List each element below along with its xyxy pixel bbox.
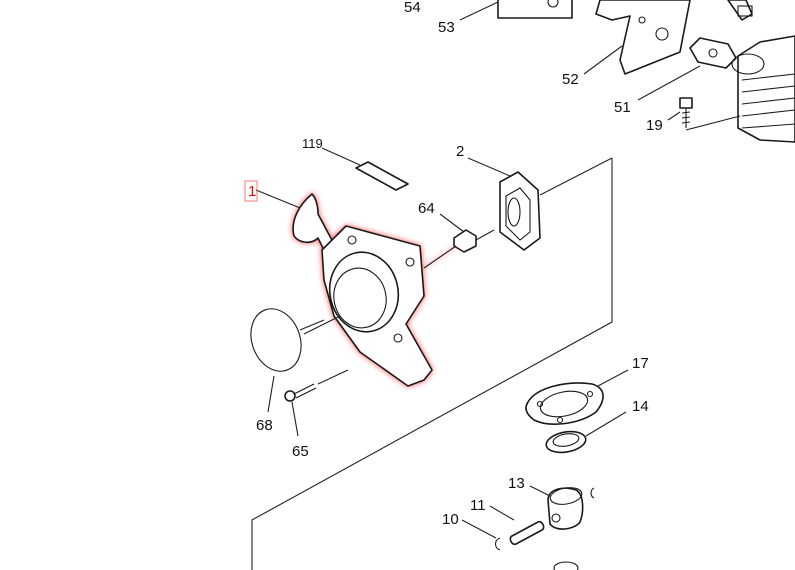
callout-labels: 54 53 52 51 19 119 2 1 64 68 65 17 14 13…	[248, 0, 663, 528]
callout-68: 68	[256, 417, 273, 434]
part-68-ring	[250, 308, 341, 413]
part-2-cover	[467, 157, 541, 251]
part-14-ring	[545, 411, 627, 454]
part-11-pin	[489, 505, 545, 546]
callout-119: 119	[302, 136, 323, 151]
spark-plug	[727, 0, 753, 21]
callout-10: 10	[442, 511, 459, 528]
callout-53: 53	[438, 19, 455, 36]
callout-1-highlight	[244, 180, 258, 202]
bottom-partial-part	[553, 561, 579, 570]
callout-65: 65	[292, 443, 309, 460]
callout-13: 13	[508, 475, 525, 492]
callout-51: 51	[614, 99, 631, 116]
part-17-gasket	[525, 369, 629, 425]
callout-52: 52	[562, 71, 579, 88]
callout-64: 64	[418, 200, 435, 217]
callout-1: 1	[248, 183, 256, 200]
part-52-plate	[595, 0, 691, 75]
part-19-bolt	[679, 97, 741, 131]
part-64-nut	[439, 213, 495, 253]
callout-54: 54	[404, 0, 421, 16]
part-1-starter-housing	[292, 193, 457, 387]
callout-19: 19	[646, 117, 663, 134]
callout-14: 14	[632, 398, 649, 415]
part-13-piston	[529, 485, 595, 530]
leaders-top	[459, 1, 701, 121]
part-119-label	[321, 147, 409, 191]
part-65-screw	[284, 369, 349, 437]
callout-2: 2	[456, 143, 464, 160]
callout-11: 11	[470, 497, 486, 514]
cylinder	[731, 35, 795, 143]
callout-17: 17	[632, 355, 649, 372]
part-51-gasket	[689, 37, 737, 69]
assembly-frame	[251, 157, 613, 570]
part-10-clip	[461, 519, 501, 551]
part-53-box	[497, 0, 573, 19]
